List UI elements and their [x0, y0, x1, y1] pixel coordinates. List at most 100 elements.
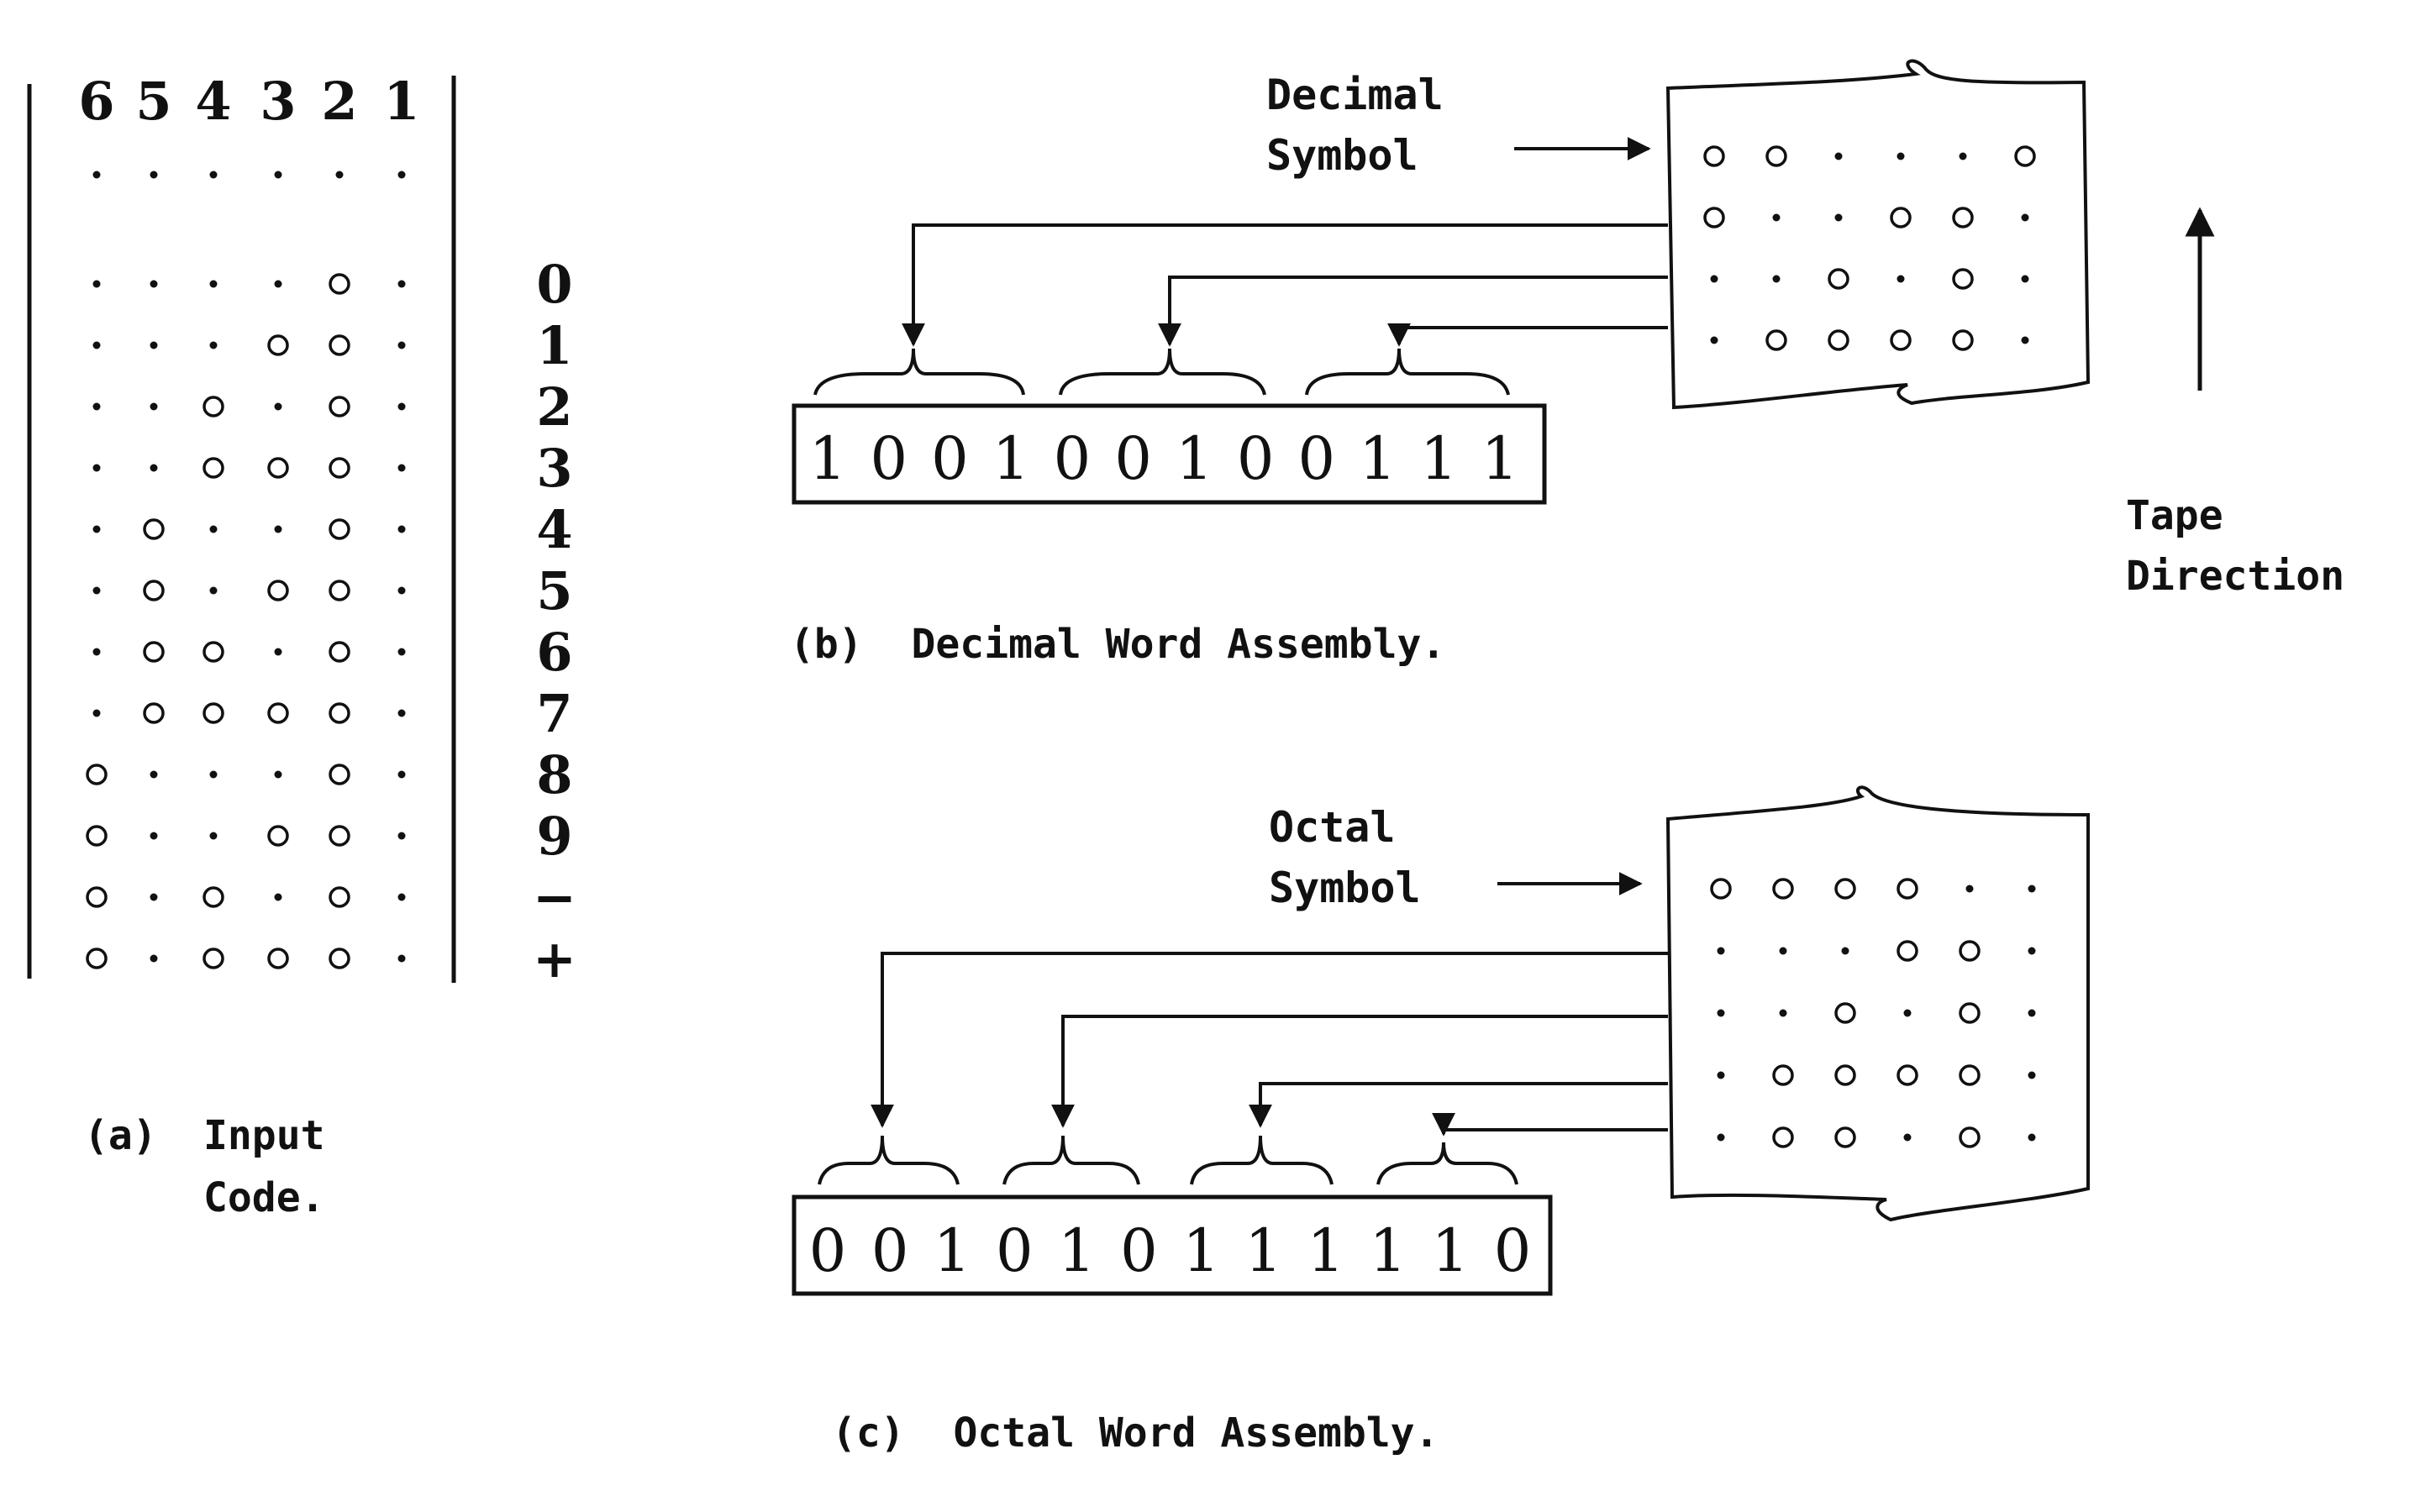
- decimal-group-brace-3: [1305, 348, 1510, 396]
- unpunched-position: [2021, 213, 2029, 222]
- punched-hole: [267, 334, 289, 356]
- word-bit: 1: [1244, 1216, 1282, 1285]
- punched-hole: [86, 764, 108, 785]
- unpunched-position: [1841, 947, 1849, 955]
- unpunched-position: [397, 770, 406, 779]
- octal-word-register: [792, 1194, 1553, 1296]
- octal-connector-digit-3: [1249, 1082, 1668, 1128]
- punched-hole: [1765, 145, 1787, 167]
- punched-hole: [329, 886, 350, 908]
- unpunched-position: [397, 402, 406, 411]
- punched-hole: [329, 334, 350, 356]
- decimal-tape-fragment: [1665, 59, 2091, 410]
- channel-number: 5: [135, 71, 171, 132]
- sprocket-hole-row: [92, 171, 406, 179]
- punched-hole: [329, 948, 350, 969]
- punched-hole: [143, 702, 165, 724]
- punched-hole: [1828, 329, 1849, 351]
- word-bit: 0: [1237, 424, 1275, 493]
- unpunched-position: [150, 341, 158, 349]
- unpunched-position: [2028, 1009, 2036, 1017]
- punched-hole: [1828, 268, 1849, 290]
- unpunched-position: [2021, 275, 2029, 283]
- code-row: [92, 702, 406, 724]
- unpunched-position: [274, 525, 282, 533]
- unpunched-position: [1834, 213, 1843, 222]
- decimal-symbol-label-line-2: Symbol: [1266, 131, 1418, 180]
- word-bit: 1: [1307, 1216, 1344, 1285]
- code-row: [86, 764, 406, 785]
- word-bit: 0: [1054, 424, 1092, 493]
- unpunched-position: [397, 280, 406, 288]
- unpunched-position: [1779, 1009, 1787, 1017]
- unpunched-position: [397, 341, 406, 349]
- unpunched-position: [92, 586, 101, 595]
- unpunched-position: [397, 586, 406, 595]
- punched-hole: [1959, 1126, 1981, 1148]
- unpunched-position: [397, 648, 406, 656]
- punched-hole: [86, 886, 108, 908]
- octal-connector-digit-4: [1432, 1112, 1668, 1137]
- unpunched-position: [150, 893, 158, 901]
- unpunched-position: [1779, 947, 1787, 955]
- punched-hole: [329, 825, 350, 847]
- input-code-caption-line-2: Code.: [203, 1174, 325, 1221]
- punched-hole: [1834, 1002, 1856, 1024]
- punched-hole: [1890, 207, 1912, 228]
- unpunched-position: [1959, 152, 1967, 160]
- unpunched-position: [209, 171, 218, 179]
- punched-hole: [267, 580, 289, 601]
- unpunched-position: [1717, 1009, 1725, 1017]
- unpunched-position: [209, 525, 218, 533]
- unpunched-position: [397, 525, 406, 533]
- code-symbol: 2: [536, 376, 572, 438]
- punched-hole: [203, 396, 224, 417]
- word-bit: 1: [809, 424, 847, 493]
- code-row: [92, 273, 406, 295]
- decimal-connector-digit-2: [1158, 276, 1668, 347]
- punched-hole: [203, 641, 224, 663]
- word-bit: 0: [931, 424, 969, 493]
- code-row: [92, 396, 406, 417]
- code-row: [92, 518, 406, 540]
- punched-hole: [329, 764, 350, 785]
- octal-tape-fragment: [1665, 785, 2090, 1222]
- code-symbol: 3: [536, 438, 572, 499]
- punched-hole: [1890, 329, 1912, 351]
- punched-hole: [1897, 1064, 1918, 1086]
- unpunched-position: [92, 171, 101, 179]
- punched-hole: [329, 396, 350, 417]
- unpunched-position: [2028, 885, 2036, 893]
- punched-hole: [86, 825, 108, 847]
- punched-hole: [1772, 1064, 1794, 1086]
- word-bit: 0: [871, 1216, 909, 1285]
- unpunched-position: [92, 341, 101, 349]
- octal-group-brace-1: [818, 1135, 960, 1185]
- channel-number: 3: [260, 71, 296, 132]
- code-rows: [86, 273, 406, 969]
- unpunched-position: [2028, 1071, 2036, 1079]
- tape-direction-label-line-1: Tape: [2126, 492, 2223, 539]
- word-bit: 1: [1176, 424, 1213, 493]
- punched-hole: [143, 641, 165, 663]
- code-row: [92, 334, 406, 356]
- unpunched-position: [92, 280, 101, 288]
- unpunched-position: [1772, 213, 1781, 222]
- unpunched-position: [209, 341, 218, 349]
- punched-hole: [1952, 207, 1974, 228]
- unpunched-position: [1965, 885, 1974, 893]
- punched-hole: [86, 948, 108, 969]
- code-row: [92, 580, 406, 601]
- unpunched-position: [92, 648, 101, 656]
- code-symbol: 9: [536, 806, 572, 867]
- channel-number: 4: [195, 71, 231, 132]
- decimal-connector-digit-1: [902, 223, 1668, 347]
- punched-hole: [329, 702, 350, 724]
- word-bit: 1: [1182, 1216, 1220, 1285]
- punched-hole: [203, 948, 224, 969]
- octal-connector-digit-1: [871, 952, 1668, 1128]
- unpunched-position: [209, 280, 218, 288]
- octal-group-brace-3: [1190, 1135, 1334, 1185]
